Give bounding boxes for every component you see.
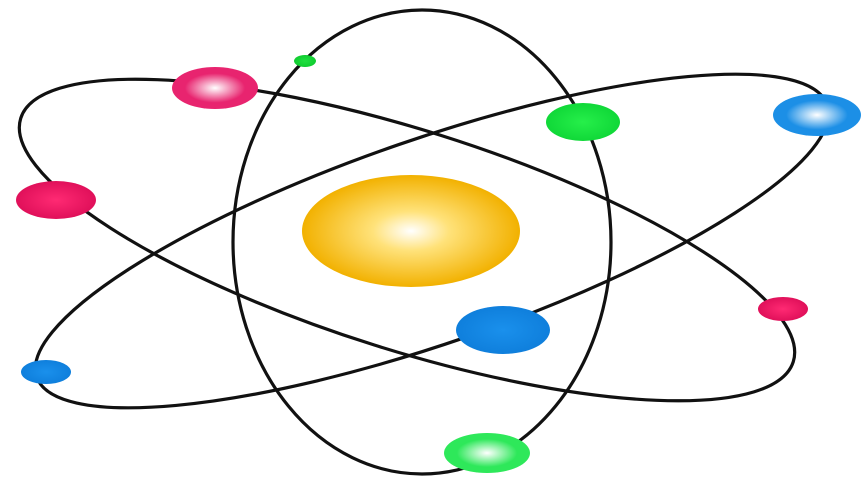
electron-blue-left — [21, 360, 71, 384]
electron-blue-right — [773, 94, 861, 136]
electron-green-small — [294, 55, 316, 67]
electron-magenta-right — [758, 297, 808, 321]
electron-magenta-left — [16, 181, 96, 219]
electron-pink-top — [172, 67, 258, 109]
electron-blue-center — [456, 306, 550, 354]
electron-green-bottom — [444, 433, 530, 473]
nucleus — [302, 175, 520, 287]
electron-green-upper — [546, 103, 620, 141]
